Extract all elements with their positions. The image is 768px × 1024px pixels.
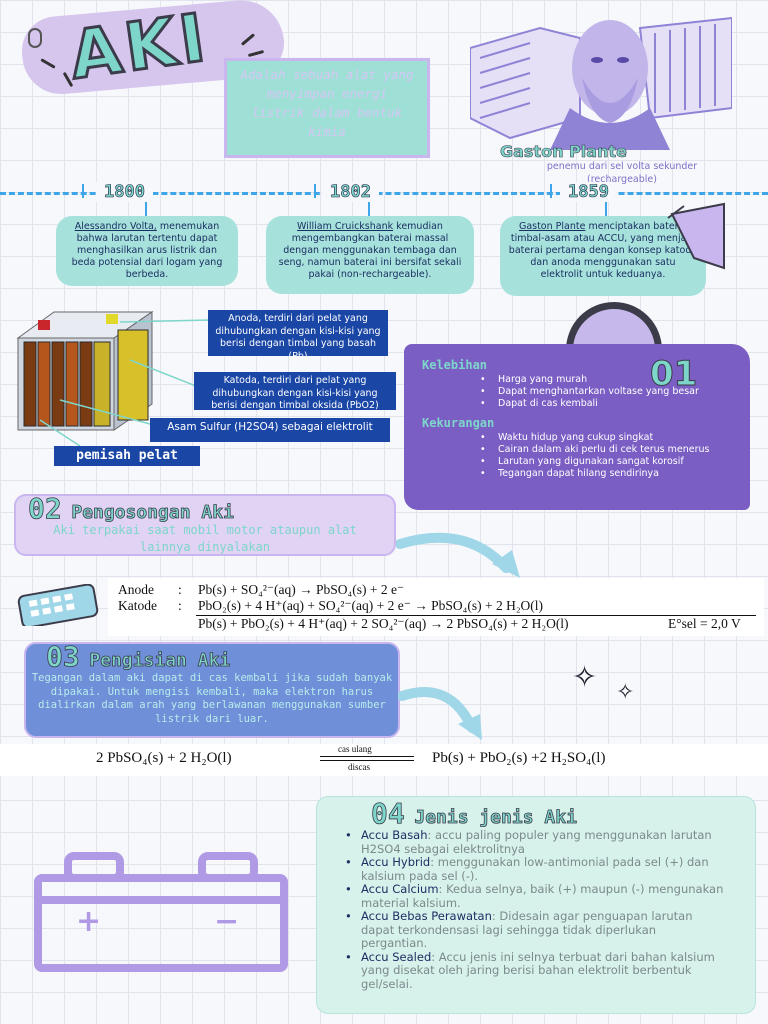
item-name: Accu Bebas Perawatan (361, 909, 492, 923)
kekurangan-list: Waktu hidup yang cukup singkat Cairan da… (480, 432, 732, 480)
katoda-label: Katoda, terdiri dari pelat yang dihubung… (194, 372, 396, 411)
anode-equation: Pb(s) + SO₄²⁻(aq) → PbSO₄(s) + 2 e⁻ (198, 582, 405, 597)
portrait-name: Gaston Plante (500, 142, 628, 162)
item-name: Accu Sealed (361, 949, 432, 964)
equation-panel (108, 578, 764, 636)
section-02-title: 02 Pengosongan Aki (28, 492, 235, 526)
battery-icon (34, 852, 288, 972)
kelebihan-list: Harga yang murah Dapat menghantarkan vol… (480, 374, 732, 410)
sparkle-icon: ✧ (572, 660, 598, 695)
equation-divider (196, 615, 756, 616)
cell-potential: E°sel = 2,0 V (668, 616, 741, 631)
reaction-right: Pb(s) + PbO₂(s) +2 H₂SO₄(l) (432, 750, 606, 766)
list-item: Accu Hybrid: menggunakan low-antimonial … (345, 855, 725, 883)
timeline-text: kemudian mengembangkan baterai massal de… (278, 221, 462, 280)
year-1800: 1800 (96, 182, 153, 202)
sparkle-icon: ✧ (616, 680, 635, 705)
item-text: : menggunakan low-antimonial pada sel (+… (361, 855, 709, 883)
diagram-connector-lines (39, 319, 211, 447)
section-03-heading: Pengisian Aki (89, 650, 231, 672)
jenis-aki-list: Accu Basah: accu paling populer yang men… (345, 828, 725, 992)
list-item: Accu Bebas Perawatan: Didesain agar peng… (345, 909, 725, 951)
reaction-arrow-forward (320, 756, 414, 757)
equation-colon: : (178, 598, 182, 613)
timeline-person: William Cruickshank (297, 221, 394, 232)
section-03-title: 03 Pengisian Aki (46, 640, 231, 674)
timeline-tick (314, 184, 316, 198)
kelebihan-title: Kelebihan (422, 358, 488, 372)
list-item: Dapat menghantarkan voltase yang besar (480, 386, 732, 398)
list-item: Accu Sealed: Accu jenis ini selnya terbu… (345, 949, 725, 992)
list-item: Waktu hidup yang cukup singkat (480, 432, 732, 444)
timeline-person: Gaston Plante (518, 221, 586, 232)
equation-colon: : (178, 582, 182, 597)
section-03-desc: Tegangan dalam aki dapat di cas kembali … (31, 672, 393, 725)
year-1802: 1802 (322, 182, 379, 202)
timeline-tick (605, 202, 607, 218)
katode-label: Katode (118, 598, 157, 613)
timeline-tick (550, 184, 552, 198)
list-item: Accu Basah: accu paling populer yang men… (345, 828, 725, 856)
curved-arrow (398, 687, 482, 740)
timeline-card-1859: Gaston Plante menciptakan baterai timbal… (500, 216, 706, 296)
timeline-card-1800: Alessandro Volta, menemukan bahwa laruta… (56, 216, 238, 286)
reaction-arrow-back (320, 760, 414, 761)
timeline-tick (145, 202, 147, 218)
list-item: Accu Calcium: Kedua selnya, baik (+) mau… (345, 882, 725, 910)
section-number-03: 03 (46, 640, 81, 674)
kelebihan-card: Kelebihan Harga yang murah Dapat menghan… (404, 344, 750, 510)
item-name: Accu Basah (361, 828, 428, 842)
katode-equation: PbO₂(s) + 4 H⁺(aq) + SO₄²⁻(aq) + 2 e⁻ → … (198, 598, 544, 613)
section-04-box: 04 Jenis jenis Aki Accu Basah: accu pali… (316, 796, 756, 1014)
reaction-forward-label: cas ulang (338, 744, 372, 754)
section-02-heading: Pengosongan Aki (71, 502, 234, 524)
section-03-box (24, 642, 400, 738)
item-name: Accu Hybrid (361, 855, 431, 869)
battery-diagram (16, 311, 154, 431)
elektrolit-label: Asam Sulfur (H2SO4) sebagai elektrolit (150, 418, 390, 442)
section-02-box (14, 494, 396, 556)
timeline-card-1802: William Cruickshank kemudian mengembangk… (266, 216, 474, 294)
kekurangan-title: Kekurangan (422, 416, 495, 430)
calculator-icon (17, 584, 99, 626)
timeline-text: menemukan bahwa larutan tertentu dapat m… (71, 221, 223, 280)
section-number-01: 01 (649, 354, 698, 395)
timeline-text: menciptakan baterai timbal-asam atau ACC… (508, 221, 698, 280)
item-name: Accu Calcium (361, 882, 439, 896)
item-text: : Kedua selnya, baik (+) maupun (-) meng… (361, 882, 724, 910)
plus-sign: + (76, 904, 102, 939)
pemisah-label: pemisah pelat (54, 446, 200, 466)
minus-sign: − (214, 904, 240, 939)
paperclip-icon (28, 28, 42, 48)
list-item: Larutan yang digunakan sangat korosif (480, 456, 732, 468)
list-item: Dapat di cas kembali (480, 398, 732, 410)
reaction-back-label: discas (348, 762, 370, 772)
timeline-person: Alessandro Volta, (74, 221, 157, 232)
section-number-04: 04 (371, 797, 406, 831)
timeline-tick (82, 184, 84, 198)
item-text: : accu paling populer yang menggunakan l… (361, 828, 712, 856)
item-text: : Didesain agar penguapan larutan dapat … (361, 909, 693, 950)
list-item: Tegangan dapat hilang sendirinya (480, 468, 732, 480)
list-item: Harga yang murah (480, 374, 732, 386)
total-equation: Pb(s) + PbO₂(s) + 4 H⁺(aq) + 2 SO₄²⁻(aq)… (198, 616, 569, 631)
curved-arrow (396, 532, 520, 578)
timeline-line (0, 192, 768, 195)
year-1859: 1859 (560, 182, 617, 202)
section-number-02: 02 (28, 492, 63, 526)
anode-label: Anode (118, 582, 154, 597)
gaston-plante-portrait (470, 16, 732, 150)
item-text: : Accu jenis ini selnya terbuat dari bah… (361, 949, 715, 991)
calculator-tab-icon (667, 202, 725, 270)
list-item: Cairan dalam aki perlu di cek terus mene… (480, 444, 732, 456)
section-02-desc: Aki terpakai saat mobil motor ataupun al… (53, 523, 357, 554)
timeline-tick (368, 202, 370, 218)
section-04-heading: Jenis jenis Aki (414, 807, 577, 829)
definition-box: Adalah sebuah alat yang menyimpan energi… (224, 58, 430, 158)
section-04-title: 04 Jenis jenis Aki (371, 797, 578, 831)
anoda-label: Anoda, terdiri dari pelat yang dihubungk… (208, 310, 388, 362)
reaction-left: 2 PbSO₄(s) + 2 H₂O(l) (96, 750, 232, 766)
portrait-caption: penemu dari sel volta sekunder (recharge… (546, 161, 698, 185)
